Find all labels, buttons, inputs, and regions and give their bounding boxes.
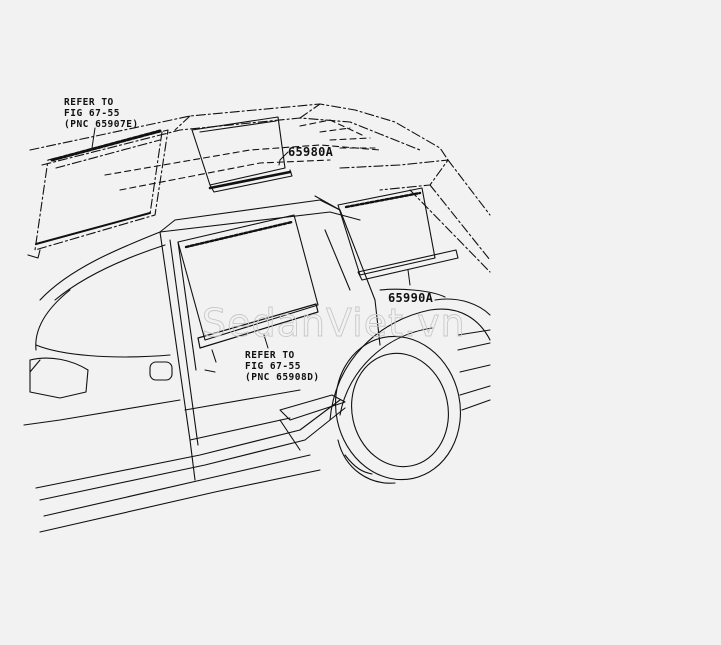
refer-front-line-1: REFER TO xyxy=(245,350,295,361)
rear-wheel xyxy=(334,335,462,484)
refer-front-line-3: (PNC 65908D) xyxy=(245,372,320,383)
rear-wheel-arch xyxy=(329,288,491,421)
refer-rear-line-3: (PNC 65907E) xyxy=(64,119,139,130)
rear-quarter-molding xyxy=(35,129,162,245)
leader-lines xyxy=(91,127,411,349)
door-window xyxy=(177,214,319,371)
roof-outline xyxy=(29,103,449,166)
callout-refer-front: REFER TO FIG 67-55 (PNC 65908D) xyxy=(245,350,320,383)
rear-bumper xyxy=(457,329,491,411)
refer-rear-line-1: REFER TO xyxy=(64,97,114,108)
body-pillars xyxy=(159,195,381,446)
refer-front-line-2: FIG 67-55 xyxy=(245,361,301,372)
centre-upper-window xyxy=(191,116,293,193)
door-lower xyxy=(189,349,301,451)
body-upper-line xyxy=(39,199,361,301)
rear-spoiler xyxy=(339,159,491,273)
part-number-65980a: 65980A xyxy=(288,145,334,159)
side-sill xyxy=(35,394,346,533)
roof-rack xyxy=(104,119,381,191)
watermark: SedanViet.vn xyxy=(202,301,466,345)
rear-side-window xyxy=(337,187,459,281)
part-number-65990a: 65990A xyxy=(388,291,434,305)
front-body xyxy=(23,289,301,426)
refer-rear-line-2: FIG 67-55 xyxy=(64,108,120,119)
callout-refer-rear: REFER TO FIG 67-55 (PNC 65907E) xyxy=(64,97,139,130)
